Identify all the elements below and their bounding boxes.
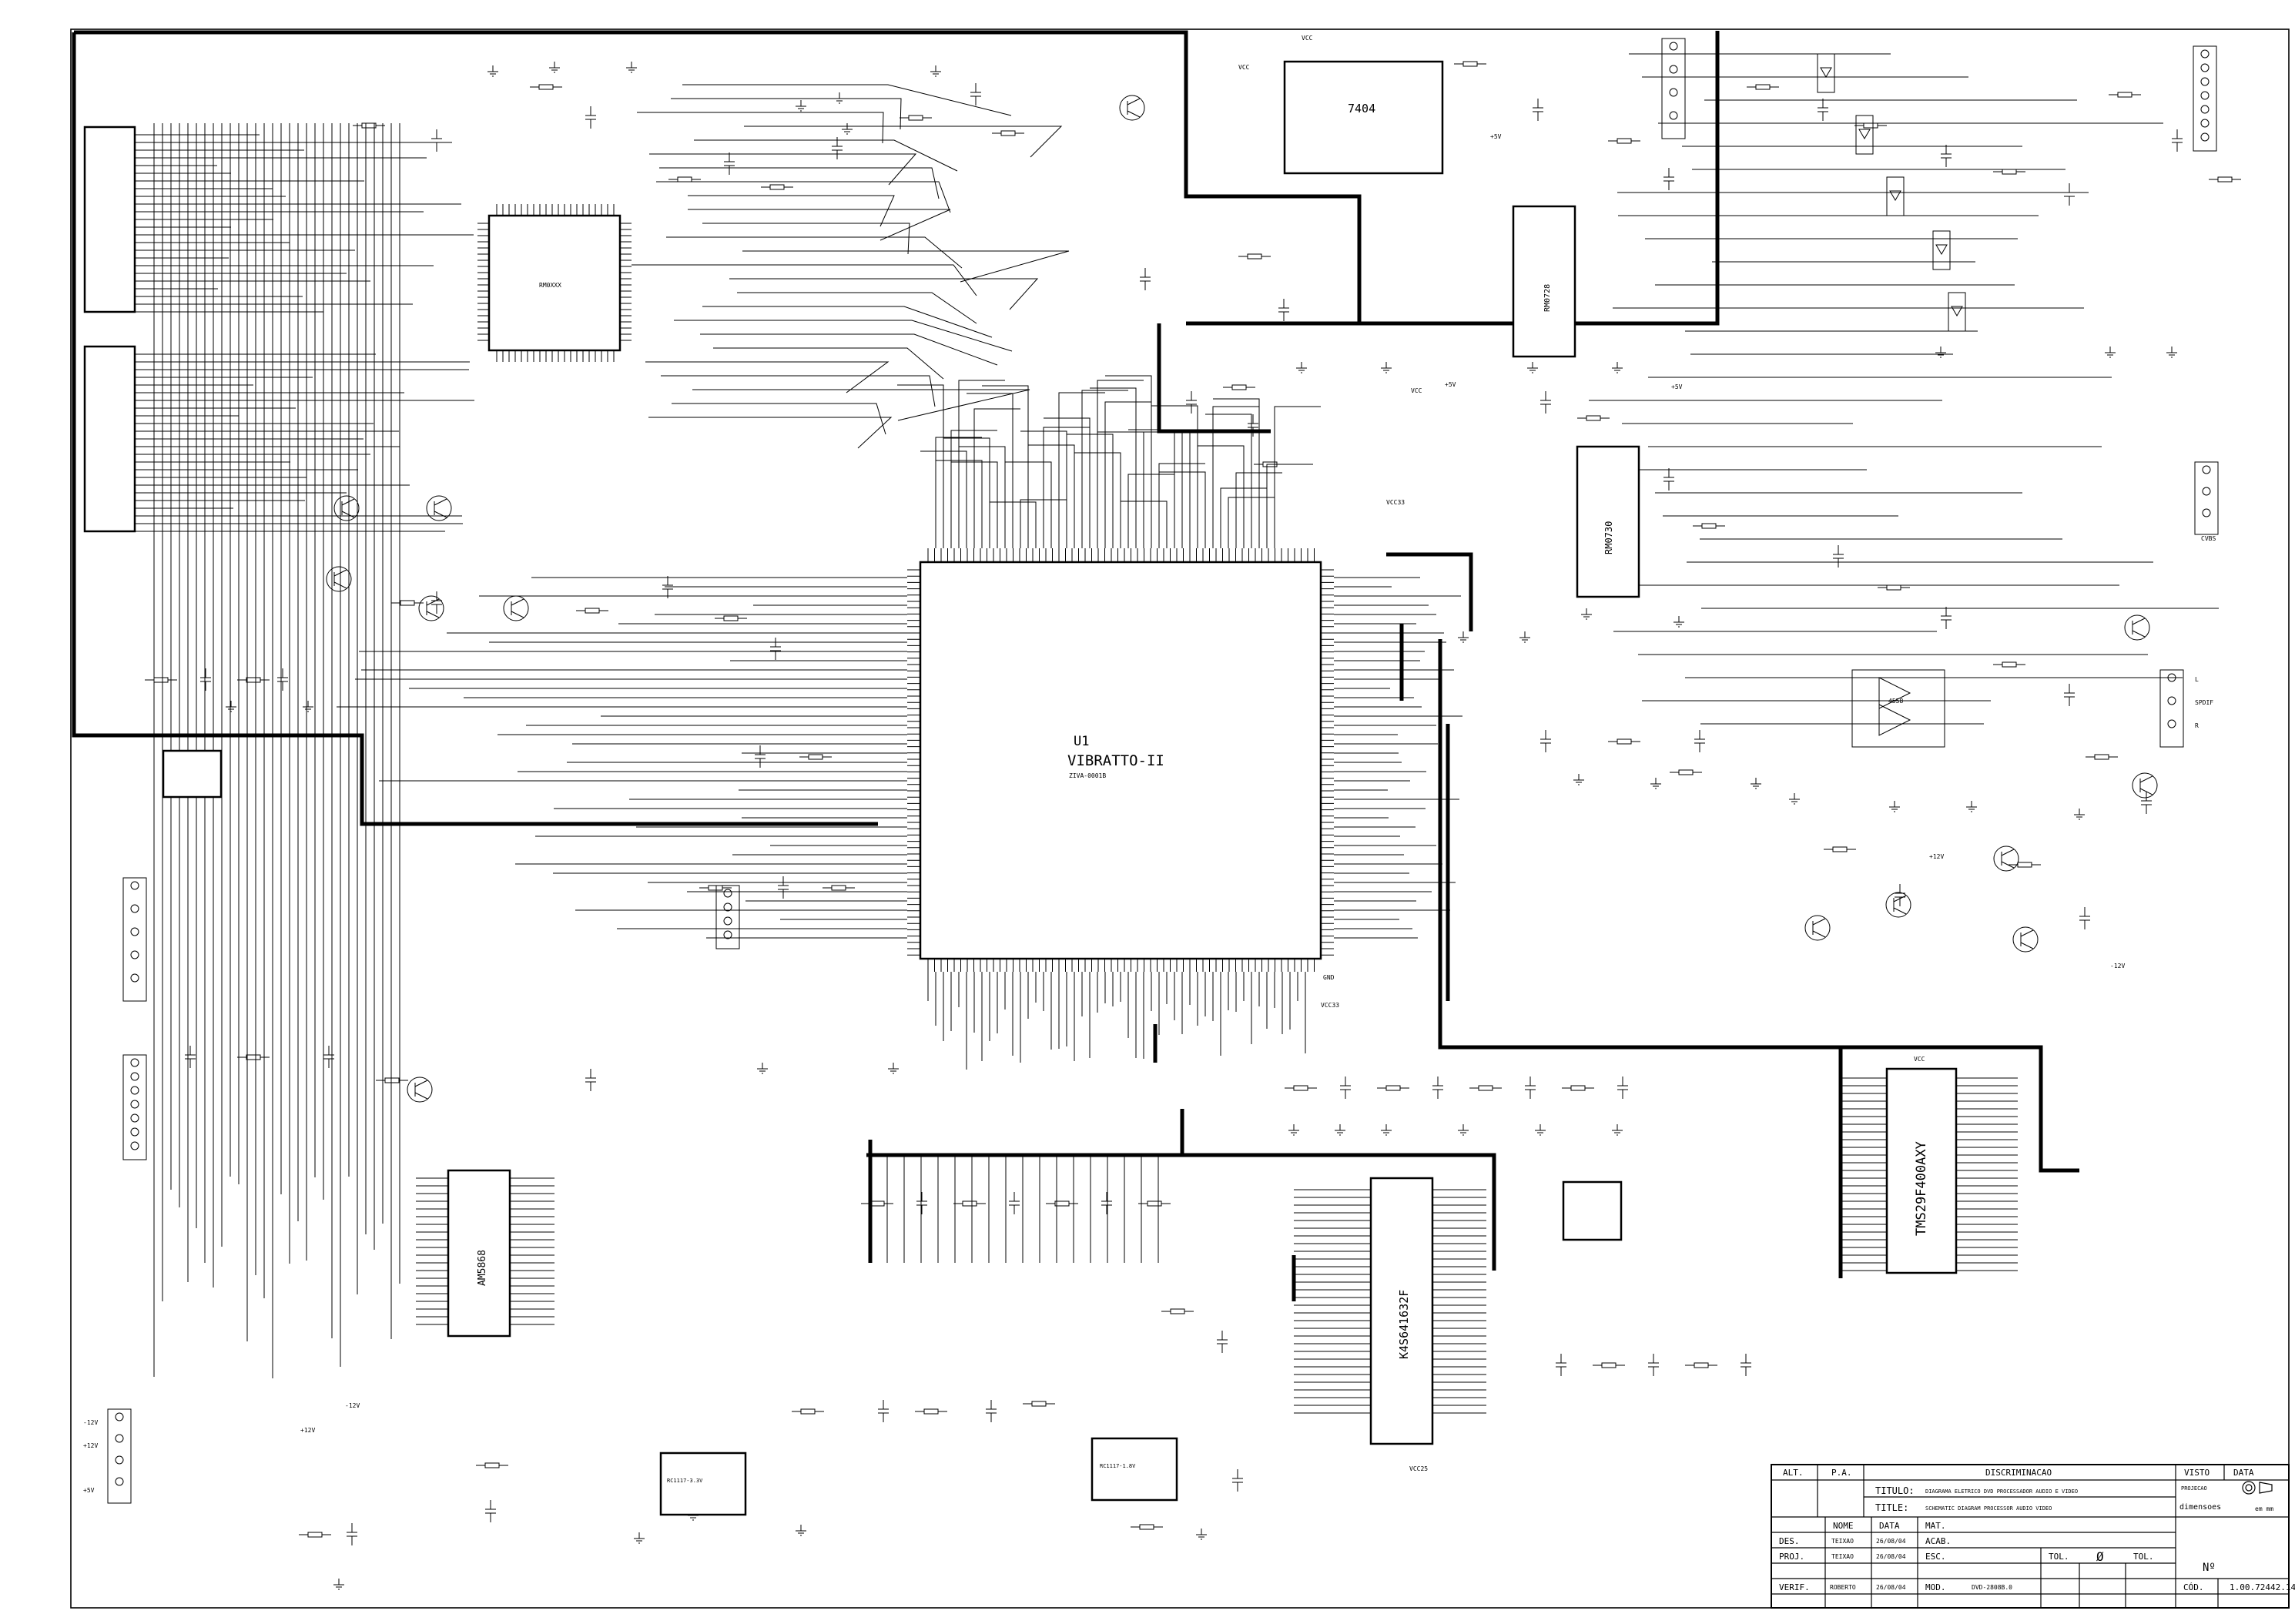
chip-regulator-2: RC1117-1.8V: [1091, 1437, 1178, 1502]
sheet-border: [70, 28, 2290, 1609]
plus12v-label-3: +12V: [1929, 853, 1944, 860]
tb-cod: CÓD.: [2183, 1582, 2204, 1592]
reg2-label: RC1117-1.8V: [1100, 1463, 1136, 1469]
tb-titulo-label: TITULO:: [1875, 1485, 1915, 1496]
vcc-label-1: VCC: [1238, 64, 1250, 71]
flash-label: TMS29F400AXY: [1914, 1141, 1929, 1236]
tb-unit: em mm: [2255, 1505, 2273, 1512]
tb-des-date: 26/08/04: [1876, 1538, 1906, 1545]
tb-mod-value: DVD-2808B.0: [1972, 1584, 2012, 1591]
chip-eeprom: [162, 749, 223, 799]
tb-data-col: DATA: [1879, 1521, 1900, 1531]
tb-cod-value: 1.00.72442.14: [2230, 1582, 2295, 1592]
tb-verif-name: ROBERTO: [1830, 1584, 1856, 1591]
plus5v-label-2: +5V: [1445, 381, 1456, 388]
tb-title-value: SCHEMATIC DIAGRAM PROCESSOR AUDIO VIDEO: [1925, 1505, 2052, 1512]
tb-des: DES.: [1779, 1536, 1800, 1546]
chip-dac: RM0XXX: [477, 204, 632, 362]
dac-label: RM0XXX: [539, 282, 561, 289]
tb-tol1: TOL.: [2049, 1552, 2069, 1562]
chip-sdram: K4S641632F: [1369, 1177, 1434, 1445]
connectors: [107, 38, 2219, 1590]
chip-7404: 7404: [1283, 60, 1444, 175]
plus5v-label-3: +5V: [1671, 383, 1683, 390]
plus12v-label-2: +12V: [300, 1427, 315, 1434]
title-block: ALT. P.A. DISCRIMINACAO VISTO DATA TITUL…: [1771, 1464, 2295, 1609]
chip-vibratto: U1 VIBRATTO-II ZIVA-0001B: [907, 548, 1334, 972]
tb-verif-date: 26/08/04: [1876, 1584, 1906, 1591]
connector-left-lower: [83, 345, 136, 533]
spdif-label: SPDIF: [2195, 699, 2213, 706]
connector-left-upper: [83, 126, 136, 313]
projection-symbol-icon: [2242, 1481, 2273, 1495]
tb-discriminacao: DISCRIMINACAO: [1985, 1468, 2052, 1478]
tb-visto: VISTO: [2184, 1468, 2210, 1478]
tb-proj-date: 26/08/04: [1876, 1553, 1906, 1560]
tb-projecao: PROJECAO: [2181, 1485, 2207, 1492]
plus12v-label-1: +12V: [83, 1442, 98, 1449]
tb-tol-symbol: Ø: [2096, 1549, 2104, 1564]
chip-opamp: 4558: [1851, 669, 1945, 748]
video-encoder-label: RM0728: [1543, 284, 1552, 312]
minus12v-label-3: -12V: [2110, 963, 2125, 969]
vcc-label-3: VCC: [1411, 387, 1422, 394]
tb-alt: ALT.: [1783, 1468, 1804, 1478]
audio-dac-label: RM0730: [1603, 521, 1614, 554]
chip-servo: AM5868: [447, 1169, 511, 1338]
chip-regulator-1: RC1117-3.3V: [659, 1452, 747, 1516]
bus-lines: [72, 30, 2079, 1301]
minus12v-label-1: -12V: [83, 1419, 98, 1426]
opamp-label: 4558: [1888, 698, 1903, 705]
sdram-label: K4S641632F: [1397, 1290, 1411, 1359]
u1-sub: ZIVA-0001B: [1069, 772, 1106, 779]
tb-proj-name: TEIXAO: [1831, 1553, 1854, 1560]
vcc-label-4: VCC: [1914, 1056, 1925, 1063]
inverter-label: 7404: [1348, 102, 1375, 116]
tb-des-name: TEIXAO: [1831, 1538, 1854, 1545]
tb-verif: VERIF.: [1779, 1582, 1810, 1592]
minus12v-label-2: -12V: [345, 1402, 360, 1409]
tb-n-label: Nº: [2203, 1562, 2216, 1574]
passive-components: [145, 61, 2241, 1545]
tb-data: DATA: [2233, 1468, 2254, 1478]
tb-titulo-value: DIAGRAMA ELETRICO DVD PROCESSADOR AUDIO …: [1925, 1488, 2078, 1495]
l-out-label: L: [2195, 676, 2199, 683]
vcc25-label: VCC25: [1409, 1465, 1428, 1472]
cvbs-label: CVBS: [2201, 535, 2216, 542]
tb-acab: ACAB.: [1925, 1536, 1951, 1546]
tb-tol2: TOL.: [2133, 1552, 2154, 1562]
tb-nome: NOME: [1833, 1521, 1854, 1531]
vcc33-label-1: VCC33: [1386, 499, 1405, 506]
tb-esc: ESC.: [1925, 1552, 1946, 1562]
chip-video-encoder: RM0728: [1512, 205, 1576, 358]
plus5v-label-4: +5V: [83, 1487, 95, 1494]
tb-dimensoes: dimensoes: [2179, 1503, 2221, 1512]
wires: [135, 53, 2219, 1414]
servo-label: AM5868: [477, 1250, 488, 1286]
power-labels: VCC VCC +5V VCC +5V +5V VCC33 VCC33 GND …: [83, 35, 2216, 1494]
u1-name: VIBRATTO-II: [1067, 752, 1164, 769]
chip-reset: [1562, 1180, 1623, 1241]
chip-audio-dac: RM0730: [1576, 445, 1640, 598]
vcc-label-2: VCC: [1302, 35, 1313, 42]
tb-pa: P.A.: [1831, 1468, 1852, 1478]
gnd-label: GND: [1323, 974, 1335, 981]
chip-flash: TMS29F400AXY: [1885, 1067, 1958, 1274]
tb-title-label: TITLE:: [1875, 1502, 1908, 1513]
tb-mod: MOD.: [1925, 1582, 1946, 1592]
plus5v-label-1: +5V: [1490, 133, 1502, 140]
vcc33-label-2: VCC33: [1321, 1002, 1339, 1009]
r-out-label: R: [2195, 722, 2199, 729]
tb-proj: PROJ.: [1779, 1552, 1804, 1562]
tb-mat: MAT.: [1925, 1521, 1946, 1531]
reg1-label: RC1117-3.3V: [667, 1478, 703, 1484]
u1-ref: U1: [1074, 734, 1089, 749]
